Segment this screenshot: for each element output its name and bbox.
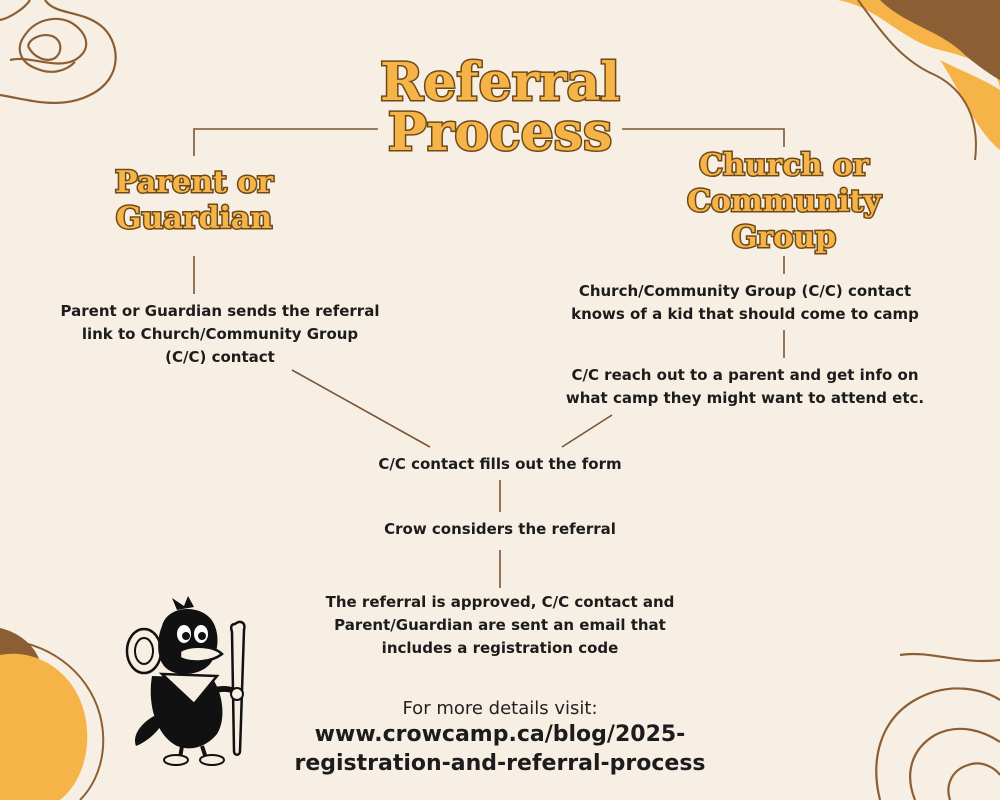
step-parent-sends-line-3: (C/C) contact bbox=[165, 348, 275, 366]
cc-heading-line-2: Community bbox=[687, 184, 882, 219]
cc-heading-line-3: Group bbox=[732, 220, 836, 255]
step-parent-sends: Parent or Guardian sends the referral li… bbox=[40, 300, 400, 369]
title-line-2: Process bbox=[388, 102, 612, 163]
footer-url-line-2[interactable]: registration-and-referral-process bbox=[294, 751, 706, 776]
top-right-brown-blob bbox=[880, 0, 1000, 80]
step-cc-knows-line-2: knows of a kid that should come to camp bbox=[571, 305, 919, 323]
connector-cc-to-form bbox=[561, 414, 613, 448]
step-approved-line-2: Parent/Guardian are sent an email that bbox=[334, 616, 666, 634]
step-cc-reach-out: C/C reach out to a parent and get info o… bbox=[555, 364, 935, 410]
parent-heading-line-1: Parent or bbox=[115, 165, 274, 200]
bottom-left-contour bbox=[0, 639, 105, 800]
connector-title-right bbox=[622, 128, 785, 147]
step-approved-line-3: includes a registration code bbox=[381, 639, 619, 657]
cc-heading-line-1: Church or bbox=[699, 148, 870, 183]
step-cc-knows: Church/Community Group (C/C) contact kno… bbox=[560, 280, 930, 326]
top-right-contour bbox=[857, 0, 977, 161]
step-approved: The referral is approved, C/C contact an… bbox=[290, 591, 710, 660]
crow-mascot-icon bbox=[125, 596, 246, 766]
step-parent-sends-line-1: Parent or Guardian sends the referral bbox=[60, 302, 380, 320]
step-cc-reach-out-line-1: C/C reach out to a parent and get info o… bbox=[571, 366, 919, 384]
title-line-1: Referral bbox=[380, 52, 620, 113]
step-fills-form: C/C contact fills out the form bbox=[378, 455, 622, 473]
connector-parent-to-form bbox=[291, 369, 431, 448]
bottom-right-contours bbox=[875, 652, 1000, 800]
footer-link[interactable]: www.crowcamp.ca/blog/2025- registration-… bbox=[0, 720, 1000, 778]
parent-heading-line-2: Guardian bbox=[116, 201, 272, 236]
step-crow-considers: Crow considers the referral bbox=[384, 520, 616, 538]
step-parent-sends-line-2: link to Church/Community Group bbox=[81, 325, 359, 343]
footer-url-line-1[interactable]: www.crowcamp.ca/blog/2025- bbox=[314, 722, 686, 747]
bottom-left-orange-blob bbox=[0, 653, 88, 800]
step-cc-reach-out-line-2: what camp they might want to attend etc. bbox=[565, 389, 925, 407]
footer-label: For more details visit: bbox=[402, 698, 598, 719]
top-right-orange-lower bbox=[940, 60, 1000, 150]
top-left-contours bbox=[0, 0, 117, 105]
step-approved-line-1: The referral is approved, C/C contact an… bbox=[325, 593, 675, 611]
step-cc-knows-line-1: Church/Community Group (C/C) contact bbox=[578, 282, 912, 300]
connector-title-left bbox=[193, 128, 378, 156]
connector-lines bbox=[193, 128, 785, 588]
